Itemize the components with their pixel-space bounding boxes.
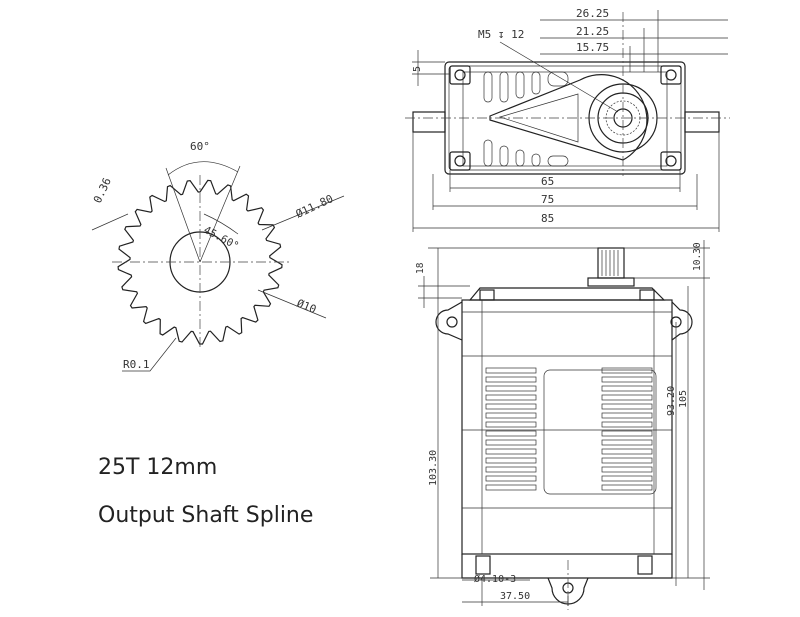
spline-gear-outline [117,179,283,345]
top-screw-tl [449,65,471,85]
side-rib [485,439,537,446]
side-rib [485,412,537,419]
side-rib [485,385,537,392]
dim-18: 18 [415,262,426,274]
dim-93-20: 93.20 [666,386,677,416]
thread-leader [499,41,619,113]
mount-tab-right [671,301,693,341]
side-rib [601,466,653,473]
pitch-leader [91,213,129,231]
side-rib [601,376,653,383]
top-wing-right [684,111,720,133]
side-rib [601,367,653,374]
top-wing-left [412,111,446,133]
dim-105: 105 [678,390,689,408]
top-view: M5 ↧ 12 26.25 21.25 15.75 5 65 75 85 [405,7,730,232]
angle-arc [167,161,239,176]
side-rib [601,403,653,410]
side-rib [601,439,653,446]
caption-line-1: 25T 12mm [98,455,218,480]
top-ribs-lower [483,139,569,167]
angle-label: 60° [190,140,210,153]
spline-view: 60° 0.36 Ø11.80 45.60° Ø10 R0.1 [91,140,345,372]
output-shaft-teeth [601,250,619,276]
dim-65: 65 [541,175,554,188]
root-radius-label: R0.1 [123,358,150,371]
top-screw-tr [660,65,682,85]
side-rib [601,475,653,482]
side-rib [601,484,653,491]
top-ribs-upper [483,71,569,103]
dim-26-25: 26.25 [576,7,609,20]
outer-dia-label: Ø11.80 [294,192,336,221]
servo-arm-slot [498,93,579,143]
side-view: 18 103.30 10.30 105 93.20 Ø4.10-3 37.50 [415,240,710,610]
hole-label: Ø4.10-3 [474,573,516,585]
dim-21-25: 21.25 [576,25,609,38]
side-rib [601,457,653,464]
root-radius-leader [122,337,177,372]
side-rib [485,484,537,491]
side-ribs [485,367,653,491]
side-rib [601,448,653,455]
caption-line-2: Output Shaft Spline [98,503,314,528]
side-rib [485,394,537,401]
angle-leader-left [165,167,201,263]
dim-103-30: 103.30 [428,450,439,486]
dim-5: 5 [412,66,423,72]
side-main-case [461,299,673,555]
side-rib [601,412,653,419]
side-rib [485,430,537,437]
dim-15-75: 15.75 [576,41,609,54]
dim-85: 85 [541,212,554,225]
side-rib [601,394,653,401]
side-rib [601,385,653,392]
mount-tab-left [435,301,463,341]
top-screw-br [660,151,682,171]
thread-label: M5 ↧ 12 [478,28,524,41]
inner-dia-leader [257,289,327,319]
top-screw-bl [449,151,471,171]
outer-dia-leader [261,195,345,231]
side-rib [485,376,537,383]
side-rib [601,430,653,437]
side-bottom-cap [461,554,673,579]
servo-arm [489,73,648,161]
top-body [462,71,668,167]
tooth-angle-label: 45.60° [202,224,241,252]
tooth-angle-arc [203,213,239,235]
side-rib [485,448,537,455]
angle-leader-right [199,165,241,263]
side-rib [485,466,537,473]
dim-10-30: 10.30 [692,242,703,271]
side-top-cap [468,287,666,301]
side-rib [485,475,537,482]
side-rib [601,421,653,428]
side-rib [485,457,537,464]
side-rib [485,421,537,428]
pitch-label: 0.36 [91,176,114,206]
dim-75: 75 [541,193,554,206]
side-rib [485,403,537,410]
dim-37-50: 37.50 [500,591,530,602]
output-shaft-base [587,277,635,287]
side-rib [485,367,537,374]
label-plate [543,369,657,495]
